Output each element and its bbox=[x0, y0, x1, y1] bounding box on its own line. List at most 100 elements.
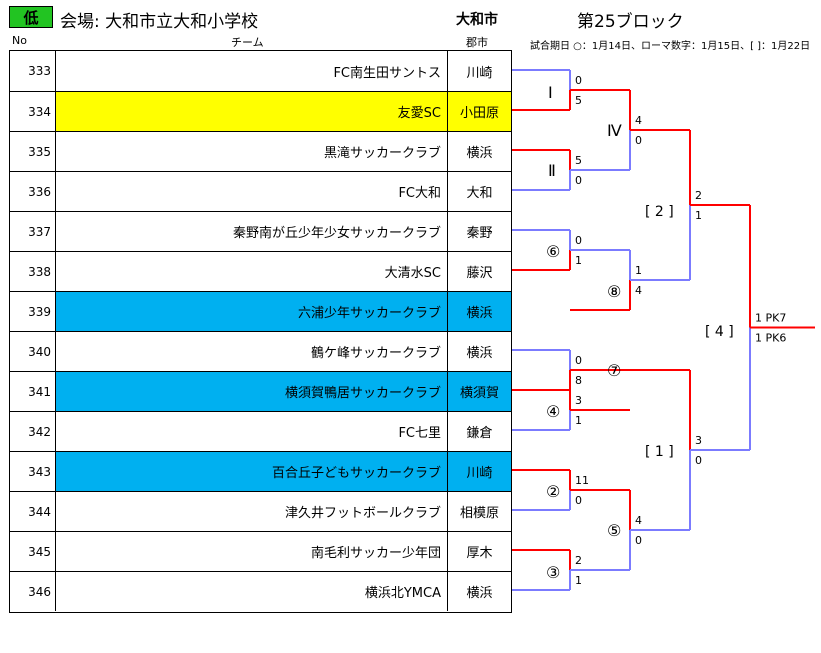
bottom-score: 1 bbox=[695, 209, 702, 222]
team-name: FC七里 bbox=[56, 412, 448, 451]
match-label: ③ bbox=[546, 563, 560, 582]
table-row: 346 横浜北YMCA 横浜 bbox=[10, 571, 511, 611]
table-row: 344 津久井フットボールクラブ 相模原 bbox=[10, 491, 511, 531]
top-score: 5 bbox=[575, 154, 582, 167]
bottom-score: 1 PK6 bbox=[755, 332, 786, 345]
top-score: 0 bbox=[575, 74, 582, 87]
team-table: 333 FC南生田サントス 川崎 334 友愛SC 小田原 335 黒滝サッカー… bbox=[9, 50, 512, 613]
match-label: [ 4 ] bbox=[705, 324, 734, 340]
team-name: 津久井フットボールクラブ bbox=[56, 492, 448, 531]
top-score: 1 PK7 bbox=[755, 312, 786, 325]
top-score: 1 bbox=[635, 264, 642, 277]
team-number: 342 bbox=[10, 412, 56, 451]
team-name: 横須賀鴨居サッカークラブ bbox=[56, 372, 448, 411]
team-number: 335 bbox=[10, 132, 56, 171]
team-district: 横浜 bbox=[466, 146, 493, 161]
team-name: 南毛利サッカー少年団 bbox=[56, 532, 448, 571]
team-district: 川崎 bbox=[448, 452, 511, 491]
team-number: 345 bbox=[10, 532, 56, 571]
top-score: 11 bbox=[575, 474, 589, 487]
top-score: 4 bbox=[635, 514, 642, 527]
match-label: [ 1 ] bbox=[645, 444, 674, 460]
match-label: Ⅱ bbox=[548, 161, 556, 180]
col-header-team: チーム bbox=[231, 36, 264, 49]
team-district: 大和 bbox=[466, 186, 493, 201]
venue-title: 会場: 大和市立大和小学校 bbox=[60, 12, 259, 32]
team-number: 340 bbox=[10, 332, 56, 371]
top-score: 2 bbox=[695, 189, 702, 202]
table-row: 345 南毛利サッカー少年団 厚木 bbox=[10, 531, 511, 571]
bottom-score: 0 bbox=[695, 454, 702, 467]
team-number: 346 bbox=[10, 572, 56, 611]
team-name: 大清水SC bbox=[56, 252, 448, 291]
team-name: FC大和 bbox=[56, 172, 448, 211]
table-row: 343 百合丘子どもサッカークラブ 川崎 bbox=[10, 451, 511, 491]
match-label: ⑤ bbox=[607, 521, 621, 540]
level-badge: 低 bbox=[9, 6, 53, 28]
team-district: 川崎 bbox=[466, 65, 493, 81]
table-row: 336 FC大和 大和 bbox=[10, 171, 511, 211]
match-label: Ⅰ bbox=[548, 83, 553, 102]
team-number: 336 bbox=[10, 172, 56, 211]
bottom-score: 0 bbox=[635, 134, 642, 147]
bottom-score: 5 bbox=[575, 94, 582, 107]
schedule-note: 試合期日 ○：1月14日、ローマ数字：1月15日、[ ]：1月22日 bbox=[530, 41, 811, 52]
team-district: 厚木 bbox=[466, 546, 493, 561]
team-name: FC南生田サントス bbox=[56, 51, 448, 91]
top-score: 3 bbox=[695, 434, 702, 447]
bottom-score: 1 bbox=[575, 414, 582, 427]
top-score: 4 bbox=[635, 114, 642, 127]
team-number: 339 bbox=[10, 292, 56, 331]
team-number: 334 bbox=[10, 92, 56, 131]
team-name: 友愛SC bbox=[56, 92, 448, 131]
match-label: Ⅳ bbox=[607, 121, 622, 140]
col-header-no: No bbox=[12, 34, 27, 47]
team-district: 秦野 bbox=[466, 226, 493, 241]
table-row: 338 大清水SC 藤沢 bbox=[10, 251, 511, 291]
team-district: 藤沢 bbox=[466, 266, 493, 281]
top-score: 2 bbox=[575, 554, 582, 567]
bottom-score: 8 bbox=[575, 374, 582, 387]
bottom-score: 0 bbox=[635, 534, 642, 547]
bottom-score: 1 bbox=[575, 254, 582, 267]
top-score: 3 bbox=[575, 394, 582, 407]
top-score: 0 bbox=[575, 354, 582, 367]
bottom-score: 1 bbox=[575, 574, 582, 587]
team-district: 鎌倉 bbox=[466, 426, 493, 441]
city-label: 大和市 bbox=[456, 12, 498, 28]
team-district: 相模原 bbox=[459, 506, 499, 521]
team-number: 338 bbox=[10, 252, 56, 291]
team-district: 横浜 bbox=[448, 292, 511, 331]
table-row: 342 FC七里 鎌倉 bbox=[10, 411, 511, 451]
team-number: 343 bbox=[10, 452, 56, 491]
table-row: 333 FC南生田サントス 川崎 bbox=[10, 51, 511, 91]
match-label: ⑦ bbox=[607, 361, 621, 380]
table-row: 335 黒滝サッカークラブ 横浜 bbox=[10, 131, 511, 171]
col-header-district: 郡市 bbox=[466, 36, 488, 49]
team-district: 横浜 bbox=[466, 586, 493, 601]
table-row: 339 六浦少年サッカークラブ 横浜 bbox=[10, 291, 511, 331]
bottom-score: 0 bbox=[575, 494, 582, 507]
team-name: 横浜北YMCA bbox=[56, 572, 448, 611]
table-row: 334 友愛SC 小田原 bbox=[10, 91, 511, 131]
bottom-score: 0 bbox=[575, 174, 582, 187]
table-row: 337 秦野南が丘少年少女サッカークラブ 秦野 bbox=[10, 211, 511, 251]
match-label: [ 2 ] bbox=[645, 204, 674, 220]
team-number: 333 bbox=[10, 51, 56, 91]
team-name: 鶴ケ峰サッカークラブ bbox=[56, 332, 448, 371]
block-title: 第25ブロック bbox=[577, 12, 684, 32]
team-number: 344 bbox=[10, 492, 56, 531]
team-district: 小田原 bbox=[448, 92, 511, 131]
table-row: 340 鶴ケ峰サッカークラブ 横浜 bbox=[10, 331, 511, 371]
team-name: 百合丘子どもサッカークラブ bbox=[56, 452, 448, 491]
table-row: 341 横須賀鴨居サッカークラブ 横須賀 bbox=[10, 371, 511, 411]
team-number: 337 bbox=[10, 212, 56, 251]
team-number: 341 bbox=[10, 372, 56, 411]
match-label: ④ bbox=[546, 402, 560, 421]
match-label: ② bbox=[546, 482, 560, 501]
team-name: 秦野南が丘少年少女サッカークラブ bbox=[56, 212, 448, 251]
team-name: 六浦少年サッカークラブ bbox=[56, 292, 448, 331]
team-district: 横須賀 bbox=[448, 372, 511, 411]
top-score: 0 bbox=[575, 234, 582, 247]
